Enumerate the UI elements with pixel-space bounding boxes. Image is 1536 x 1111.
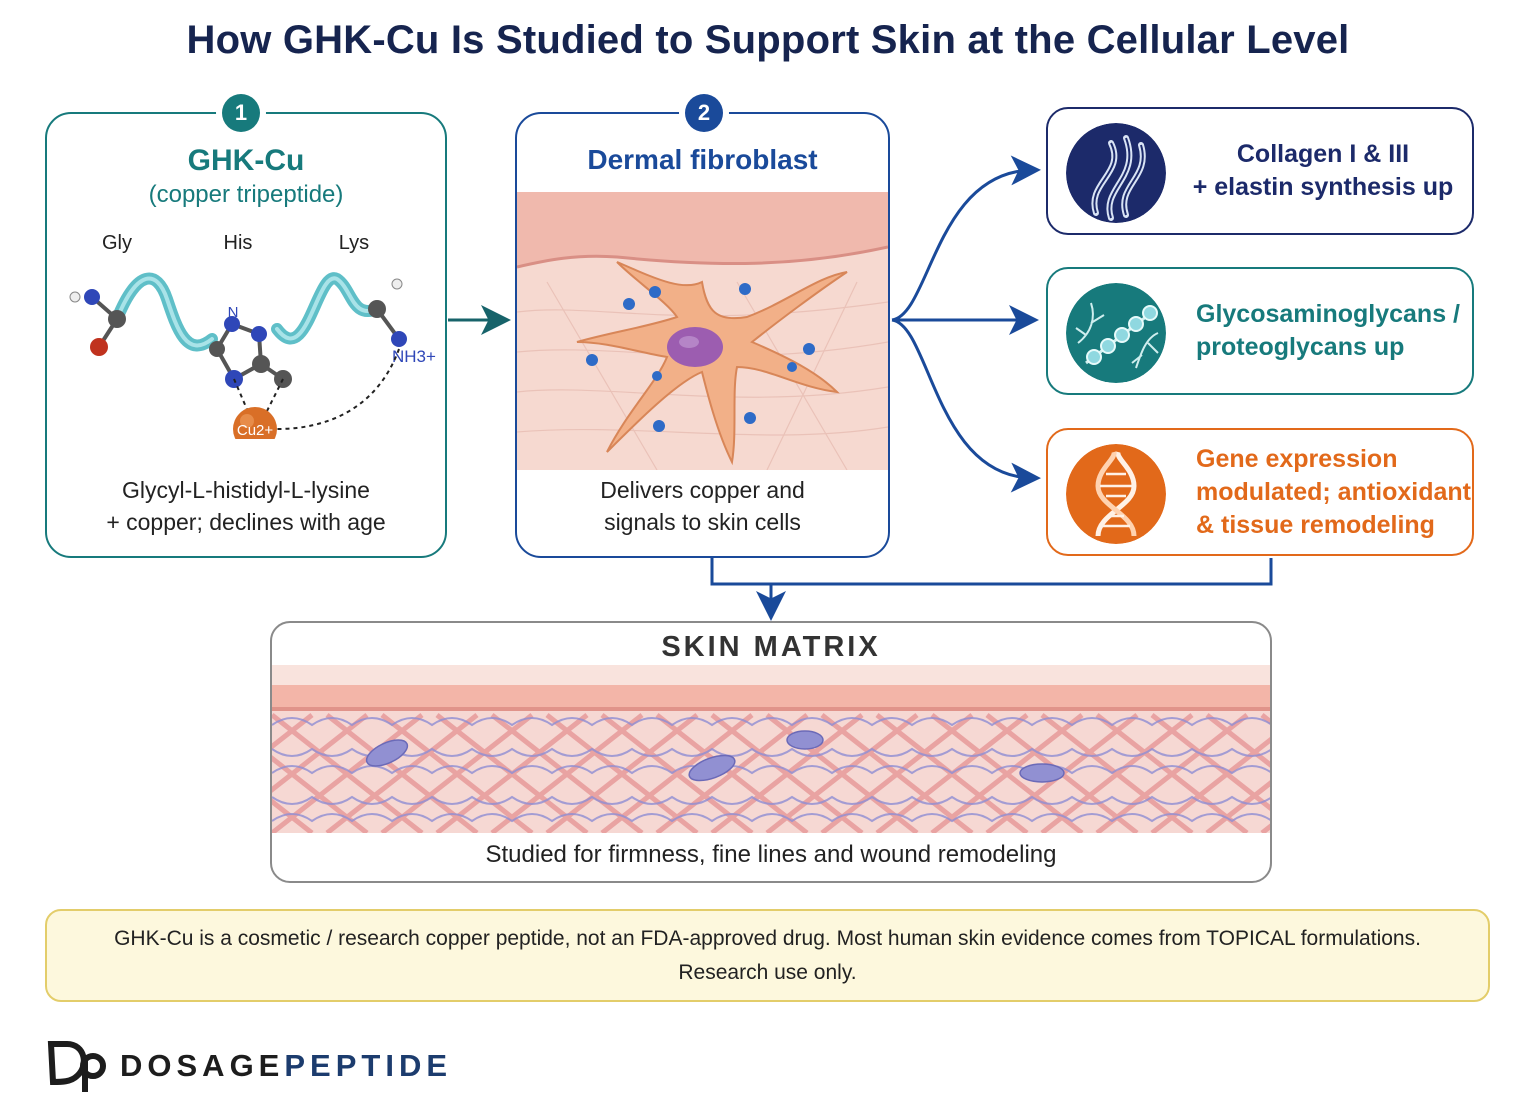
brand-part2: PEPTIDE bbox=[284, 1048, 453, 1083]
collagen-fiber bbox=[1150, 736, 1270, 833]
outcome-gag-card: Glycosaminoglycans / proteoglycans up bbox=[1046, 267, 1474, 395]
glycosaminoglycan-chain-icon bbox=[1066, 283, 1166, 383]
collagen-fiber bbox=[1205, 780, 1270, 833]
elastin-fiber bbox=[272, 747, 1270, 757]
residue-label-lys: Lys bbox=[339, 232, 369, 254]
collagen-fiber bbox=[820, 713, 974, 833]
fibroblast-desc-line1: Delivers copper and bbox=[600, 477, 805, 503]
skin-matrix-title: SKIN MATRIX bbox=[661, 631, 881, 663]
collagen-fiber bbox=[1095, 713, 1249, 833]
collagen-fiber bbox=[490, 713, 644, 833]
collagen-fiber bbox=[380, 713, 534, 833]
brand-logo-mark bbox=[47, 1041, 106, 1092]
copper-particles bbox=[586, 283, 815, 432]
outcome-gene-line3: & tissue remodeling bbox=[1196, 510, 1435, 539]
fibroblast-card: Dermal fibroblast Delivers copper and si… bbox=[515, 112, 890, 558]
collagen-fiber bbox=[1040, 713, 1194, 833]
outcome-gene-line1: Gene expression bbox=[1196, 444, 1398, 473]
ghk-cu-card: GHK-Cu (copper tripeptide) Gly His Lys N… bbox=[45, 112, 447, 558]
ghk-cu-title: GHK-Cu bbox=[187, 144, 305, 177]
fibroblast-description: Delivers copper and signals to skin cell… bbox=[517, 474, 888, 538]
collagen-fiber bbox=[272, 713, 369, 793]
outcome-gene-card: Gene expression modulated; antioxidant &… bbox=[1046, 428, 1474, 556]
dna-helix-icon bbox=[1066, 444, 1166, 544]
ghk-cu-desc-line1: Glycyl-L-histidyl-L-lysine bbox=[122, 477, 370, 503]
step-badge-2: 2 bbox=[685, 94, 723, 132]
disclaimer-note: GHK-Cu is a cosmetic / research copper p… bbox=[45, 909, 1490, 1002]
collagen-fiber bbox=[272, 713, 314, 750]
collagen-fiber bbox=[655, 713, 809, 833]
ghk-cu-subtitle: (copper tripeptide) bbox=[148, 181, 344, 208]
brand-wordmark: DOSAGEPEPTIDE bbox=[120, 1048, 452, 1084]
skin-matrix-illustration bbox=[272, 665, 1270, 833]
arrow-to-collagen bbox=[891, 155, 1041, 322]
fibroblast-illustration bbox=[517, 192, 888, 470]
skin-matrix-caption: Studied for firmness, fine lines and wou… bbox=[485, 841, 1057, 868]
atom-label-n: N bbox=[228, 304, 239, 321]
atom-label-nh3: NH3+ bbox=[392, 347, 436, 366]
elastin-fiber bbox=[272, 795, 1270, 805]
arrow-to-matrix bbox=[710, 558, 1273, 612]
outcome-collagen-line2: + elastin synthesis up bbox=[1192, 173, 1454, 201]
collagen-fiber bbox=[272, 713, 424, 833]
page-title: How GHK-Cu Is Studied to Support Skin at… bbox=[186, 18, 1350, 62]
peptide-backbone-ribbon bbox=[111, 272, 383, 352]
collagen-fiber bbox=[272, 798, 314, 833]
coordination-bonds bbox=[233, 348, 400, 430]
elastin-fiber bbox=[272, 717, 1270, 727]
matrix-fibroblast-cells bbox=[365, 730, 1065, 783]
residue-label-his: His bbox=[224, 232, 253, 254]
peptide-structure-illustration: Gly His Lys N NH3+ Cu2+ bbox=[69, 232, 436, 439]
nucleus bbox=[667, 327, 723, 367]
ghk-cu-description: Glycyl-L-histidyl-L-lysine + copper; dec… bbox=[47, 474, 445, 538]
collagen-fiber bbox=[1205, 713, 1270, 768]
disclaimer-line1: GHK-Cu is a cosmetic / research copper p… bbox=[114, 926, 1421, 950]
collagen-fiber bbox=[600, 713, 754, 833]
collagen-fiber bbox=[710, 713, 864, 833]
residue-label-gly: Gly bbox=[102, 232, 132, 254]
fibroblast-title: Dermal fibroblast bbox=[587, 144, 818, 175]
outcome-gag-line1: Glycosaminoglycans / bbox=[1196, 300, 1460, 328]
collagen-fiber bbox=[765, 713, 919, 833]
step-badge-1: 1 bbox=[222, 94, 260, 132]
collagen-fiber-icon bbox=[1066, 123, 1166, 223]
ghk-cu-desc-line2: + copper; declines with age bbox=[106, 509, 386, 535]
elastin-fiber bbox=[272, 765, 1270, 775]
fibroblast-desc-line2: signals to skin cells bbox=[604, 509, 801, 535]
outcome-collagen-card: Collagen I & III + elastin synthesis up bbox=[1046, 107, 1474, 235]
elastin-fiber bbox=[272, 813, 1270, 823]
arrow-to-gene bbox=[891, 318, 1041, 493]
collagen-fiber bbox=[930, 713, 1084, 833]
skin-matrix-panel: SKIN MATRIX Studied for firmness, fine l… bbox=[270, 621, 1272, 883]
collagen-fiber bbox=[325, 713, 479, 833]
disclaimer-line2: Research use only. bbox=[678, 960, 857, 984]
atom-label-cu: Cu2+ bbox=[237, 422, 274, 439]
brand-part1: DOSAGE bbox=[120, 1048, 285, 1083]
outcome-collagen-line1: Collagen I & III bbox=[1236, 140, 1410, 168]
outcome-gag-line2: proteoglycans up bbox=[1196, 333, 1405, 361]
outcome-gene-line2: modulated; antioxidant bbox=[1196, 477, 1471, 506]
